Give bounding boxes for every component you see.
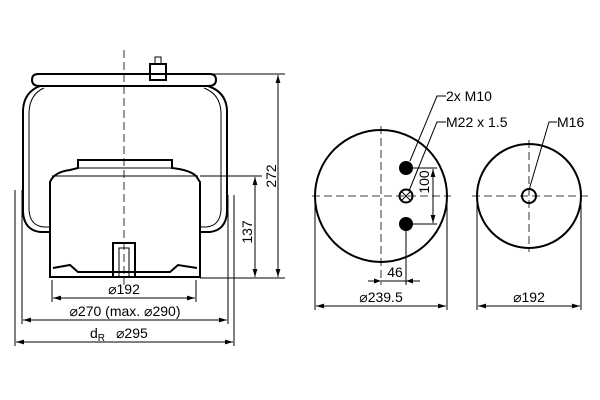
- dim-bottom-diameter: ⌀192: [513, 289, 545, 305]
- dim-dia-roll: ⌀295: [116, 325, 148, 341]
- dr-symbol: d: [90, 325, 98, 341]
- leader-air: [408, 121, 446, 192]
- top-nut: [149, 63, 167, 81]
- top-stud: [154, 56, 162, 65]
- label-studs: 2x M10: [446, 88, 492, 104]
- piston: [49, 159, 201, 278]
- dim-dia-bottom: ⌀192: [108, 281, 140, 297]
- dim-dia-bellows: ⌀270 (max. ⌀290): [69, 303, 180, 319]
- label-air-inlet: M22 x 1.5: [446, 114, 508, 130]
- dr-subscript: R: [98, 333, 105, 344]
- dim-stud-offset: 46: [387, 264, 403, 280]
- bellows-left: [22, 85, 50, 233]
- air-inlet-icon: [398, 188, 414, 204]
- dim-top-diameter: ⌀239.5: [359, 289, 403, 305]
- dr-label: dR: [90, 325, 105, 344]
- top-view: 100 46 ⌀239.5 2x M10 M22 x 1.5: [312, 88, 508, 310]
- bottom-view: ⌀192 M16: [472, 114, 588, 310]
- dim-height-piston: 137: [239, 220, 255, 244]
- dim-height-total: 272: [263, 164, 279, 188]
- bottom-plate: [52, 263, 198, 273]
- bellows-right: [200, 85, 228, 233]
- stud-hole-lower: [399, 217, 413, 231]
- leader-thread: [528, 121, 557, 191]
- side-view: 272 137 ⌀192 ⌀270 (max. ⌀290) dR ⌀295: [14, 50, 285, 346]
- leader-studs: [409, 95, 446, 162]
- stud-hole-upper: [399, 161, 413, 175]
- dim-stud-spacing: 100: [416, 170, 432, 194]
- label-thread: M16: [557, 114, 584, 130]
